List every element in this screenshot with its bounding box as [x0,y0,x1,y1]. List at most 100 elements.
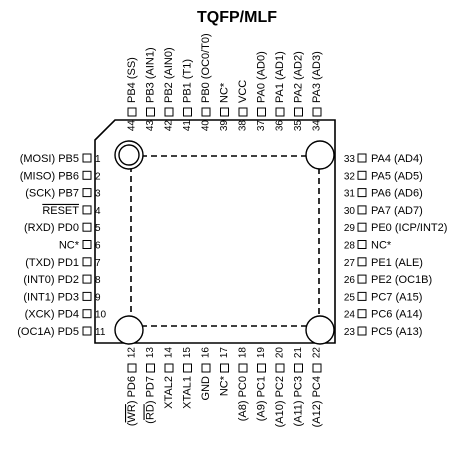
pin-pad-19 [257,363,266,373]
pin-pad-42 [164,107,174,117]
pin-number-9: 9 [95,292,101,303]
pin-number-44: 44 [127,120,138,132]
pin-number-17: 17 [219,347,230,359]
pin-pad-37 [257,107,266,117]
pin-pad-23 [357,326,367,336]
pin-pad-7 [82,257,92,267]
pin-label-44: PB4 (SS) [126,57,138,103]
pin-number-2: 2 [95,171,101,182]
pin-number-40: 40 [201,120,212,132]
pin-number-20: 20 [275,347,286,359]
pin-number-14: 14 [164,347,175,359]
pin-label-26: PE2 (OC1B) [371,274,432,286]
pin-number-31: 31 [344,189,356,200]
pin-label-28: NC* [371,240,392,252]
corner-marker-top-right [305,140,335,170]
pin-number-38: 38 [238,120,249,132]
pin-label-14: XTAL2 [163,376,175,409]
pin-pad-30 [357,205,367,215]
pin-label-31: PA6 (AD6) [371,188,423,200]
pin-pad-27 [357,257,367,267]
pin-label-39: NC* [219,82,231,103]
pin-label-36: PA1 (AD1) [274,51,286,103]
pin-pad-28 [357,240,367,249]
die-dashed-outline [130,155,320,327]
pin-number-22: 22 [312,347,323,359]
pin-number-36: 36 [275,120,286,132]
pin-label-29: PE0 (ICP/INT2) [371,222,447,234]
pin-label-7: (TXD) PD1 [25,257,79,269]
pin-label-33: PA4 (AD4) [371,153,423,165]
pin-pad-11 [82,326,92,336]
pin-label-20: (A10) PC2 [274,376,286,427]
pin-label-42: PB2 (AIN0) [163,47,175,103]
pin-pad-10 [82,309,92,319]
pin-label-12: (WR) PD6 [126,376,138,426]
corner-marker-bottom-left [114,315,144,345]
pin-number-33: 33 [344,154,356,165]
pin-number-39: 39 [219,120,230,132]
pin-label-34: PA3 (AD3) [311,51,323,103]
pin-pad-25 [357,291,367,301]
pin-label-41: PB1 (T1) [182,59,194,103]
pin-number-34: 34 [312,120,323,132]
pin-pad-16 [201,363,211,373]
pin-label-43: PB3 (AIN1) [145,47,157,103]
pin-label-16: GND [200,376,212,401]
pin-number-25: 25 [344,292,356,303]
pin-pad-26 [357,274,367,284]
pin-label-11: (OC1A) PD5 [17,326,79,338]
pin1-marker-inner-circle [118,144,140,166]
pin-pad-33 [357,153,367,163]
pin-number-24: 24 [344,310,356,321]
pin-pad-17 [220,363,229,373]
pin-label-32: PA5 (AD5) [371,170,423,182]
pin-number-4: 4 [95,206,101,217]
pin-number-3: 3 [95,189,101,200]
pin-label-10: (XCK) PD4 [25,309,79,321]
pin-number-5: 5 [95,223,101,234]
pin-pad-29 [357,222,367,232]
pin-pad-2 [82,170,92,180]
pin-pad-3 [82,188,92,198]
pin-number-7: 7 [95,258,101,269]
pin-number-21: 21 [293,347,304,359]
pin-number-37: 37 [256,120,267,132]
pin-pad-39 [220,107,229,117]
pin-number-41: 41 [182,120,193,132]
pin-pad-35 [294,107,303,117]
pin-label-5: (RXD) PD0 [24,222,79,234]
pin-label-4: RESET [42,205,79,217]
pin-label-1: (MOSI) PB5 [20,153,79,165]
pin-label-23: PC5 (A13) [371,326,422,338]
pin-number-23: 23 [344,327,356,338]
pin-pad-34 [312,107,322,117]
pin-label-30: PA7 (AD7) [371,205,423,217]
pin-pad-15 [183,363,192,373]
pin-number-19: 19 [256,347,267,359]
pin-label-8: (INT0) PD2 [23,274,79,286]
pin-pad-22 [312,363,322,373]
pin-label-25: PC7 (A15) [371,291,422,303]
pin-label-9: (INT1) PD3 [23,291,79,303]
pin-pad-43 [146,107,155,117]
pin-pad-44 [127,107,137,117]
pin-pad-21 [294,363,303,373]
pin-number-10: 10 [95,310,107,321]
pin-label-19: (A9) PC1 [256,376,268,421]
pin-number-32: 32 [344,171,356,182]
pin-label-37: PA0 (AD0) [256,51,268,103]
pin-pad-40 [201,107,211,117]
pin-pad-4 [82,205,92,215]
pin-pad-24 [357,309,367,319]
pin-number-6: 6 [95,241,101,252]
pin-number-15: 15 [182,347,193,359]
pin-pad-32 [357,170,367,180]
pin-pad-14 [164,363,174,373]
pin-pad-18 [238,363,248,373]
pin-pad-12 [127,363,137,373]
pin-number-12: 12 [127,347,138,359]
pin-number-8: 8 [95,275,101,286]
